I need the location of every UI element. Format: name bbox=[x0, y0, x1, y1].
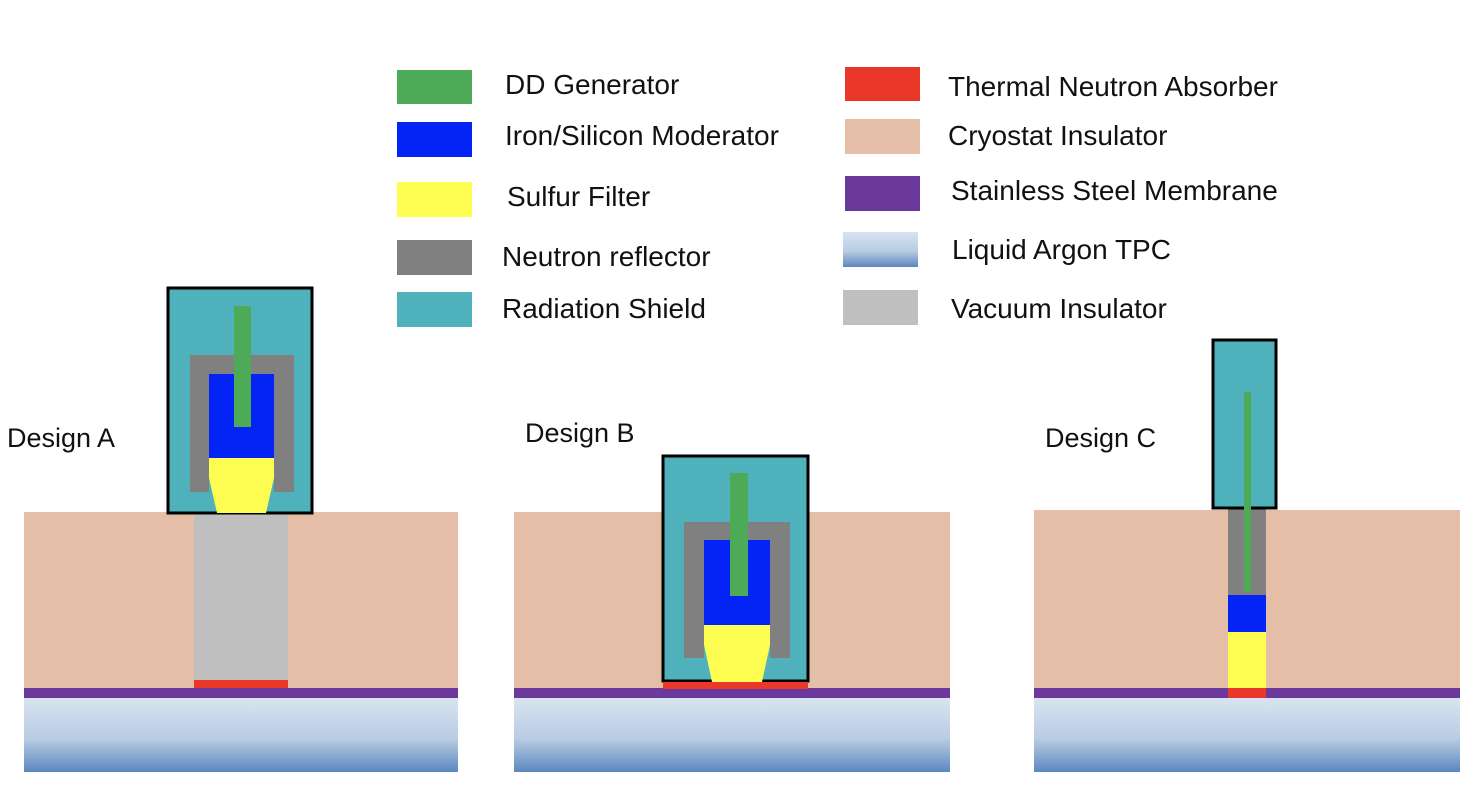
legend-swatch-radiation-shield bbox=[397, 292, 472, 327]
legend-label-liquid-argon-tpc: Liquid Argon TPC bbox=[952, 234, 1171, 265]
design-c-sulfur-filter bbox=[1228, 632, 1266, 688]
legend-swatch-cryostat-insulator bbox=[845, 119, 920, 154]
legend-swatch-sulfur-filter bbox=[397, 182, 472, 217]
design-a-sulfur-filter bbox=[209, 458, 274, 513]
design-b-dd-generator bbox=[730, 473, 748, 596]
legend-swatch-thermal-neutron-absorber bbox=[845, 67, 920, 101]
design-b-label: Design B bbox=[525, 418, 635, 448]
legend-label-dd-generator: DD Generator bbox=[505, 69, 680, 100]
legend-swatches bbox=[397, 67, 920, 327]
design-c-label: Design C bbox=[1045, 423, 1157, 453]
design-c-dd-generator bbox=[1244, 392, 1251, 592]
design-b-stainless-steel-membrane bbox=[514, 688, 950, 698]
legend-swatch-vacuum-insulator bbox=[843, 290, 918, 325]
design-a-label: Design A bbox=[7, 423, 116, 453]
design-c-diagram bbox=[1034, 338, 1460, 772]
legend-swatch-neutron-reflector bbox=[397, 240, 472, 275]
design-b-diagram bbox=[514, 454, 950, 772]
legend-label-radiation-shield: Radiation Shield bbox=[502, 293, 706, 324]
legend-label-moderator: Iron/Silicon Moderator bbox=[505, 120, 779, 151]
design-c-moderator bbox=[1228, 595, 1266, 632]
legend-label-neutron-reflector: Neutron reflector bbox=[502, 241, 711, 272]
legend-swatch-stainless-steel-membrane bbox=[845, 176, 920, 211]
design-a-liquid-argon-tpc bbox=[24, 698, 458, 772]
legend-swatch-liquid-argon-tpc bbox=[843, 232, 918, 267]
design-a-diagram bbox=[24, 286, 458, 772]
design-a-dd-generator bbox=[234, 306, 251, 427]
design-b-sulfur-filter bbox=[704, 625, 770, 682]
legend-label-thermal-neutron-absorber: Thermal Neutron Absorber bbox=[948, 71, 1278, 102]
design-b-thermal-neutron-absorber bbox=[663, 682, 808, 689]
legend-label-stainless-steel-membrane: Stainless Steel Membrane bbox=[951, 175, 1278, 206]
legend-swatch-moderator bbox=[397, 122, 472, 157]
design-a-vacuum-insulator bbox=[194, 512, 288, 680]
design-a-stainless-steel-membrane bbox=[24, 688, 458, 698]
legend-swatch-dd-generator bbox=[397, 70, 472, 104]
design-c-thermal-neutron-absorber bbox=[1228, 688, 1266, 698]
legend-label-vacuum-insulator: Vacuum Insulator bbox=[951, 293, 1167, 324]
design-b-liquid-argon-tpc bbox=[514, 698, 950, 772]
design-a-thermal-neutron-absorber bbox=[194, 680, 288, 688]
design-c-liquid-argon-tpc bbox=[1034, 698, 1460, 772]
legend-label-cryostat-insulator: Cryostat Insulator bbox=[948, 120, 1168, 151]
legend-label-sulfur-filter: Sulfur Filter bbox=[507, 181, 651, 212]
